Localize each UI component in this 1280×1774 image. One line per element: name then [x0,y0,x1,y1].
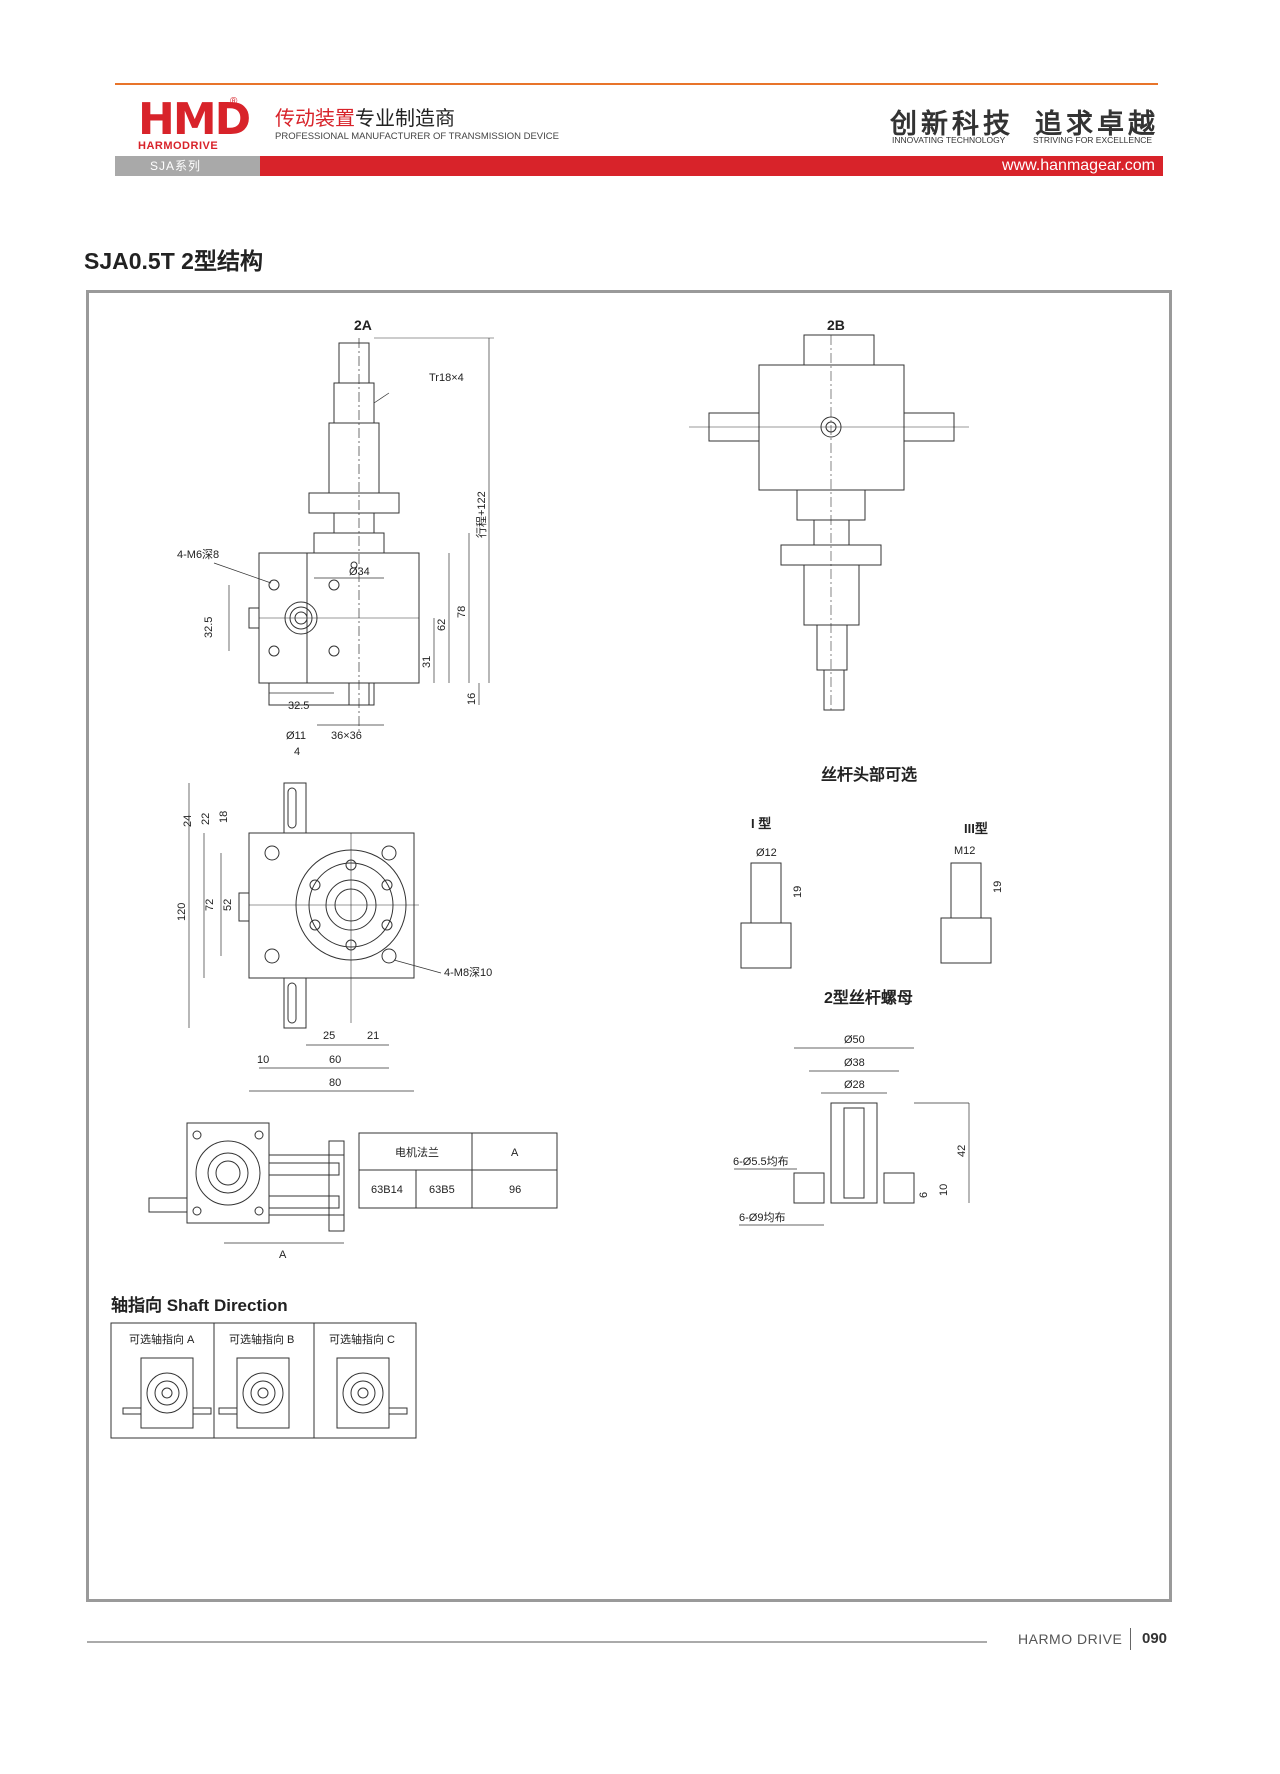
type-1-label: I 型 [751,816,771,831]
shaft-option-b[interactable]: 可选轴指向 B [229,1332,294,1346]
view-top: Ø11 4 24 22 18 120 72 52 4-M8深10 25 21 1… [176,730,492,1092]
shaft-diagram-c [336,1357,408,1429]
dim-10-nut: 10 [938,1184,950,1196]
nut-title: 2型丝杆螺母 [824,988,913,1007]
company-logo: HMD ® HARMODRIVE [138,96,251,152]
shaft-diagram-a [122,1357,212,1429]
table-header-a: A [511,1147,519,1159]
dim-80: 80 [329,1077,341,1089]
dim-24: 24 [182,815,194,827]
view-motor-flange: A [148,1122,345,1261]
dim-31: 31 [421,656,433,668]
series-label: SJA系列 [115,156,260,176]
tagline-cn-accent: 传动装置 [275,108,355,130]
slogan-striving: 追求卓越 [1035,109,1159,140]
view-2b-label: 2B [827,317,845,333]
table-cell-63b14: 63B14 [371,1184,403,1196]
d12-label: Ø12 [756,847,777,859]
website-link[interactable]: www.hanmagear.com [1002,157,1155,174]
dim-10: 10 [257,1054,269,1066]
dim-19-type1: 19 [792,886,804,898]
logo-mark: HMD [138,94,251,145]
slogan-striving-en: STRIVING FOR EXCELLENCE [1033,135,1153,145]
tagline-en: PROFESSIONAL MANUFACTURER OF TRANSMISSIO… [275,131,559,142]
shaft-option-a[interactable]: 可选轴指向 A [129,1332,195,1346]
dim-22: 22 [200,813,212,825]
logo-registered-mark: ® [230,96,238,107]
screw-nut: 2型丝杆螺母 Ø50 Ø38 Ø28 42 10 6 6-Ø5.5均布 6-Ø9… [733,988,970,1226]
view-2b: 2B [689,317,969,713]
optional-head-title: 丝杆头部可选 [821,765,917,784]
header-top-rule [115,83,1158,85]
tagline-cn-rest: 专业制造商 [355,108,455,130]
hole-55-label: 6-Ø5.5均布 [733,1155,789,1168]
dim-18: 18 [218,811,230,823]
footer-rule [87,1641,987,1643]
d34-label: Ø34 [349,566,370,578]
dim-78: 78 [456,606,468,618]
table-cell-96: 96 [509,1184,521,1196]
optional-screw-head: 丝杆头部可选 I 型 Ø12 19 III型 M12 19 [740,765,1004,969]
view-2a-label: 2A [354,317,372,333]
dim-52: 52 [222,899,234,911]
view-2a: 2A Tr18×4 Ø34 4-M6深8 32.5 32.5 36×36 [177,317,494,742]
dim-21: 21 [367,1030,379,1042]
logo-subtitle: HARMODRIVE [138,140,219,152]
page-number: 090 [1142,1630,1168,1647]
dim-36x36: 36×36 [331,730,362,742]
shaft-diagram-b [218,1357,290,1429]
tr-label: Tr18×4 [429,372,464,384]
dim-42: 42 [956,1145,968,1157]
slogan-innovating-en: INNOVATING TECHNOLOGY [892,135,1006,145]
dim-16: 16 [466,693,478,705]
motor-dim-a: A [279,1249,287,1261]
slogan-innovating: 创新科技 [890,109,1014,140]
dim-6: 6 [918,1192,930,1198]
d50-label: Ø50 [844,1034,865,1046]
type-3-label: III型 [964,821,988,836]
shaft-option-c[interactable]: 可选轴指向 C [329,1332,395,1346]
dim-19-type3: 19 [992,881,1004,893]
m8-label: 4-M8深10 [444,966,492,979]
footer-separator [1130,1628,1131,1650]
d38-label: Ø38 [844,1057,865,1069]
header-red-bar: www.hanmagear.com [260,156,1163,176]
dim-120: 120 [176,903,188,921]
technical-drawing: 2A Tr18×4 Ø34 4-M6深8 32.5 32.5 36×36 [110,317,1004,1439]
d11-label: Ø11 [286,730,306,742]
dim-25: 25 [323,1030,335,1042]
flange-table: 电机法兰 A 63B14 63B5 96 [358,1132,558,1209]
stroke-label: 行程+122 [475,491,488,538]
footer-brand: HARMO DRIVE [1018,1631,1123,1647]
dim-32-5-vertical: 32.5 [203,617,215,638]
hole-9-label: 6-Ø9均布 [739,1211,785,1224]
drawing-frame: 2A Tr18×4 Ø34 4-M6深8 32.5 32.5 36×36 [86,290,1172,1602]
dim-60: 60 [329,1054,341,1066]
dim-4: 4 [294,746,300,758]
dim-32-5-horizontal: 32.5 [288,700,309,712]
dim-62: 62 [436,619,448,631]
shaft-direction-title: 轴指向 Shaft Direction [111,1295,288,1315]
tagline-cn: 传动装置专业制造商 [275,102,455,131]
shaft-direction: 轴指向 Shaft Direction 可选轴指向 A 可选轴指向 B 可选轴指… [110,1295,417,1439]
m6-label: 4-M6深8 [177,548,219,561]
table-cell-63b5: 63B5 [429,1184,455,1196]
page-title: SJA0.5T 2型结构 [84,248,263,274]
dim-72: 72 [204,899,216,911]
d28-label: Ø28 [844,1079,865,1091]
table-header-flange: 电机法兰 [395,1145,439,1159]
m12-label: M12 [954,845,975,857]
